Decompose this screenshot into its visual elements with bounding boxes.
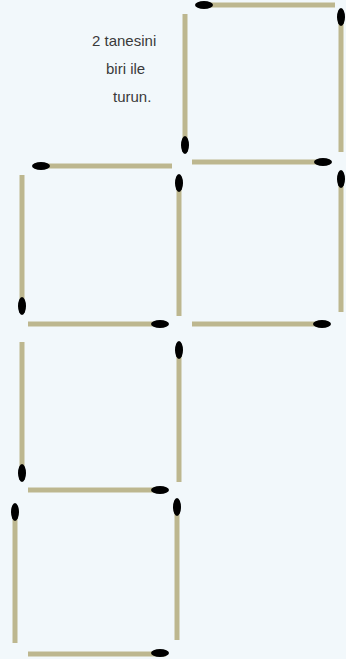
instruction-text: biri ile [106, 60, 145, 77]
instruction-text: 2 tanesini [92, 32, 156, 49]
instruction-text: turun. [113, 88, 151, 105]
